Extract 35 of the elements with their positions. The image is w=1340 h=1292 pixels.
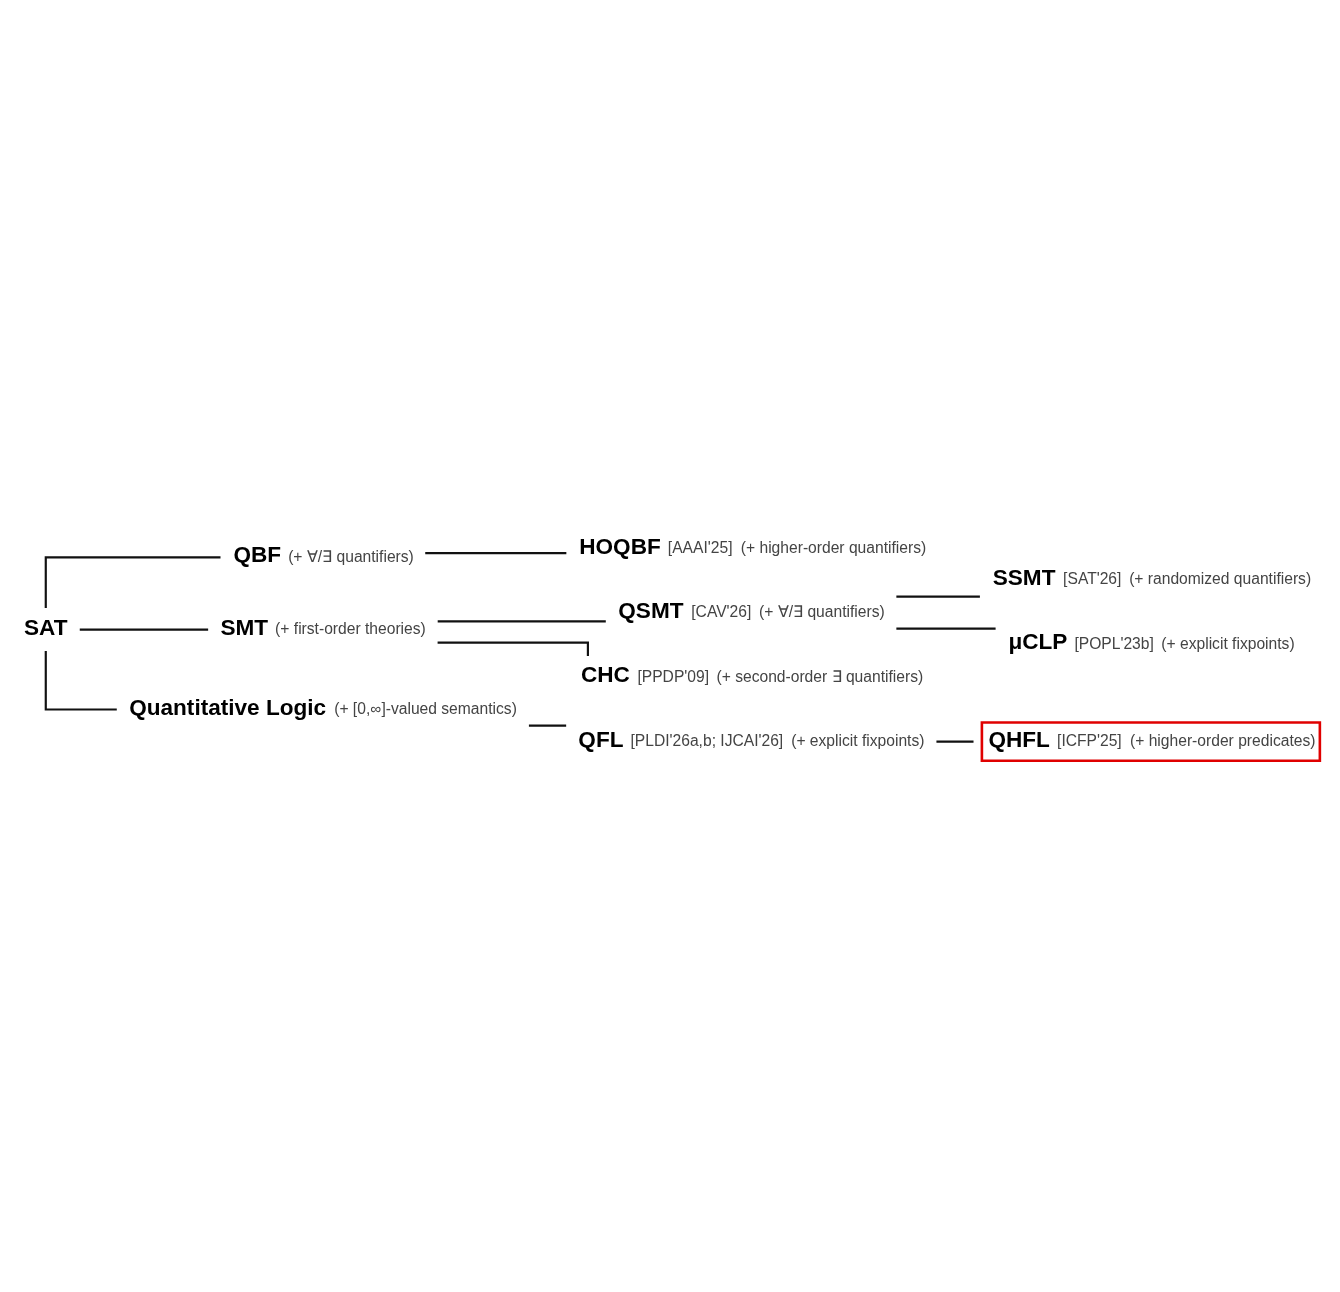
node-label: (+ [0,∞]-valued semantics) bbox=[334, 699, 517, 717]
connector bbox=[528, 723, 567, 727]
connector bbox=[437, 619, 606, 622]
node-text: μCLP bbox=[1008, 628, 1068, 654]
node-text: Quantitative Logic bbox=[129, 694, 327, 720]
connector bbox=[896, 627, 996, 630]
node-label: (+ ∀/∃ quantifiers) bbox=[759, 602, 885, 620]
node-label: [PLDI'26a,b; IJCAI'26] bbox=[630, 731, 784, 749]
node-label: [POPL'23b] bbox=[1074, 634, 1154, 652]
node-label: [CAV'26] bbox=[691, 602, 752, 620]
node-text: QFL bbox=[578, 726, 624, 752]
connector bbox=[44, 555, 221, 608]
node-label: (+ ∀/∃ quantifiers) bbox=[288, 547, 414, 565]
connector bbox=[79, 627, 209, 631]
node-text: HOQBF bbox=[579, 533, 661, 559]
node-text: QSMT bbox=[618, 597, 684, 623]
node-label: (+ second-order ∃ quantifiers) bbox=[716, 667, 924, 685]
node-label: (+ randomized quantifiers) bbox=[1129, 569, 1312, 587]
node-label: (+ explicit fixpoints) bbox=[1161, 634, 1295, 652]
connector bbox=[425, 551, 567, 554]
node-text: SAT bbox=[24, 614, 68, 640]
node-text: CHC bbox=[580, 661, 630, 687]
node-label: (+ first-order theories) bbox=[275, 619, 426, 637]
node-box: QHFL [ICFP'25] (+ higher-order predicates) bbox=[980, 720, 1322, 762]
connector bbox=[936, 740, 974, 743]
node-label: [SAT'26] bbox=[1063, 569, 1122, 587]
node-text: SSMT bbox=[992, 564, 1056, 590]
connector bbox=[44, 650, 117, 711]
node-label: [PPDP'09] bbox=[637, 667, 710, 685]
node-label: [AAAI'25] bbox=[667, 538, 733, 556]
node-label: (+ higher-order quantifiers) bbox=[740, 538, 927, 556]
node-text: QBF bbox=[233, 541, 282, 567]
connector bbox=[896, 594, 980, 598]
node-label: (+ explicit fixpoints) bbox=[791, 731, 925, 749]
node-text: SMT bbox=[220, 614, 269, 640]
